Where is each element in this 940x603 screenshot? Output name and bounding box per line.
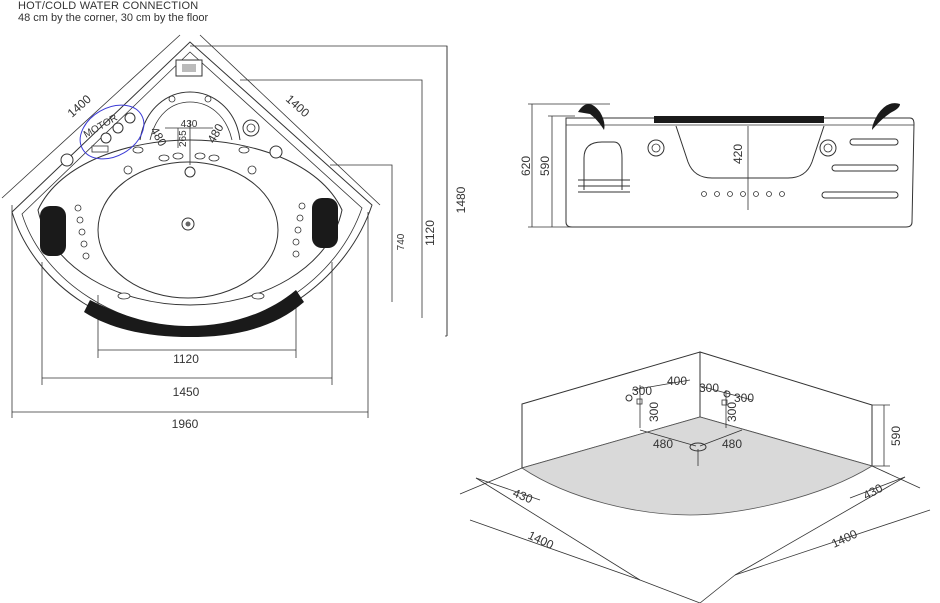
frame-1120 bbox=[240, 79, 423, 318]
dim-1400-right: 1400 bbox=[283, 92, 312, 120]
dim-1480: 1480 bbox=[454, 186, 468, 213]
tub-basin bbox=[97, 161, 279, 299]
dim-590-iso: 590 bbox=[889, 426, 903, 446]
dim-620: 620 bbox=[519, 156, 533, 176]
iso-view: 590 300 400 300 300 300 300 480 480 430 … bbox=[459, 351, 931, 603]
dim-1400-left: 1400 bbox=[65, 92, 94, 120]
dim-300-b: 300 bbox=[699, 381, 719, 395]
connection-heading: HOT/COLD WATER CONNECTION bbox=[18, 0, 199, 12]
dim-480-iso-left: 480 bbox=[653, 437, 673, 451]
dim-430-iso-left: 430 bbox=[511, 486, 535, 507]
dim-420: 420 bbox=[731, 144, 745, 164]
faucet-right-icon bbox=[872, 103, 900, 130]
frame-1480 bbox=[190, 45, 448, 336]
side-view: 620 590 420 bbox=[519, 103, 915, 228]
tub-floor-footprint bbox=[521, 416, 873, 516]
side-tub-body bbox=[565, 117, 915, 228]
dim-300-a: 300 bbox=[632, 384, 652, 398]
dim-480-iso-right: 480 bbox=[722, 437, 742, 451]
dim-1120-horizontal: 1120 bbox=[173, 352, 199, 366]
dim-300-left-vertical: 300 bbox=[647, 402, 661, 422]
dim-1450: 1450 bbox=[173, 385, 200, 399]
dim-265: 265 bbox=[178, 130, 189, 147]
dim-590: 590 bbox=[538, 156, 552, 176]
dim-1120-vertical: 1120 bbox=[423, 220, 437, 246]
frame-740 bbox=[330, 164, 393, 302]
dim-740: 740 bbox=[396, 233, 407, 250]
top-view: MOTOR 430 265 480 480 1400 1400 740 1120… bbox=[1, 34, 468, 431]
side-air-jets bbox=[701, 191, 785, 197]
dim-300-c: 300 bbox=[734, 391, 754, 405]
jet-icons bbox=[74, 95, 306, 300]
drain-icon bbox=[181, 217, 195, 231]
motor-highlight bbox=[79, 104, 145, 160]
dim-1960: 1960 bbox=[172, 417, 199, 431]
dim-400: 400 bbox=[667, 374, 687, 388]
seat-back bbox=[139, 91, 241, 141]
dim-430: 430 bbox=[181, 119, 198, 130]
side-top-rim bbox=[654, 116, 824, 123]
dim-1400-iso-right: 1400 bbox=[829, 527, 859, 551]
headrest-left bbox=[40, 206, 66, 256]
side-left-panel bbox=[583, 141, 623, 190]
tub-outer-shell bbox=[11, 41, 373, 336]
connection-note: 48 cm by the corner, 30 cm by the floor bbox=[18, 12, 209, 24]
dim-430-iso-right: 430 bbox=[861, 481, 886, 503]
headrest-right bbox=[312, 198, 338, 248]
faucet-left-icon bbox=[578, 104, 605, 130]
dim-300-right-vertical: 300 bbox=[725, 402, 739, 422]
front-apron bbox=[84, 290, 304, 337]
